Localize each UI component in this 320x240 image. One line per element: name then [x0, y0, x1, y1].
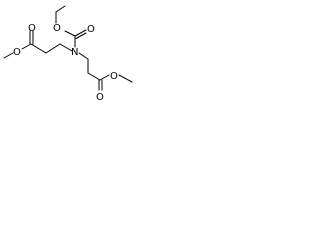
bond-carbonyl-carbon-ch2-top	[30, 43, 47, 54]
atom-o-carbonyl-bottom: O	[96, 92, 104, 103]
atom-n-center: N	[71, 47, 78, 58]
bond-lines	[3, 5, 133, 91]
bond-oester-bottom-methyl	[118, 74, 133, 83]
bond-carbamate-double-a	[74, 29, 87, 37]
molecule-diagram: O O O O N O O	[3, 5, 133, 103]
bond-ethyl-ch2-ch3	[55, 5, 66, 13]
atom-labels: O O O O N O O	[13, 23, 118, 103]
bond-carbamate-double-b	[75, 32, 87, 39]
atom-o-carbamate-ether: O	[53, 23, 61, 34]
atom-o-carbamate-carbonyl: O	[87, 24, 95, 35]
bond-methyl-top	[3, 52, 14, 59]
bond-n-ch2-bottom	[78, 52, 89, 60]
bond-ch2-ch2-top	[45, 43, 61, 54]
atom-o-ester-bottom: O	[110, 71, 118, 82]
atom-o-ester-top: O	[13, 47, 21, 58]
bond-carbonyl-carbon-oester-bottom	[99, 74, 110, 81]
bond-carbamate-carbon-ether-o	[64, 30, 76, 37]
bond-oester-top-carbonyl-carbon	[21, 43, 32, 50]
bond-ch2-carbonyl-carbon-bottom	[87, 72, 101, 81]
atom-o-carbonyl-top: O	[28, 23, 36, 34]
bond-ch2-n-top	[59, 43, 73, 52]
